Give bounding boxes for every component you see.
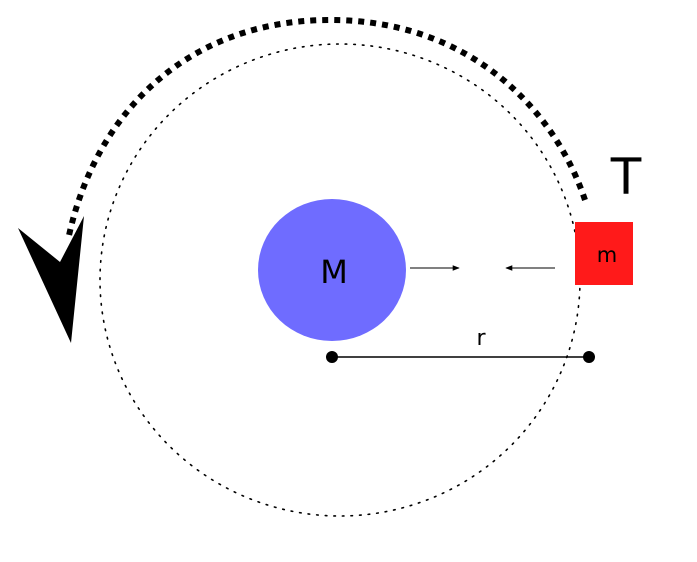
radius-label: r: [476, 326, 486, 351]
period-label: T: [610, 148, 642, 206]
counterclockwise-arrow-icon: [18, 216, 84, 343]
central-mass-label: M: [320, 253, 348, 291]
radius-endpoint-center: [326, 351, 338, 363]
radius-endpoint-orbit: [583, 351, 595, 363]
orbiting-mass-label: m: [597, 243, 617, 267]
orbiting-mass: [575, 222, 633, 285]
rotation-direction-arc: [65, 16, 588, 241]
central-mass: [258, 199, 406, 341]
